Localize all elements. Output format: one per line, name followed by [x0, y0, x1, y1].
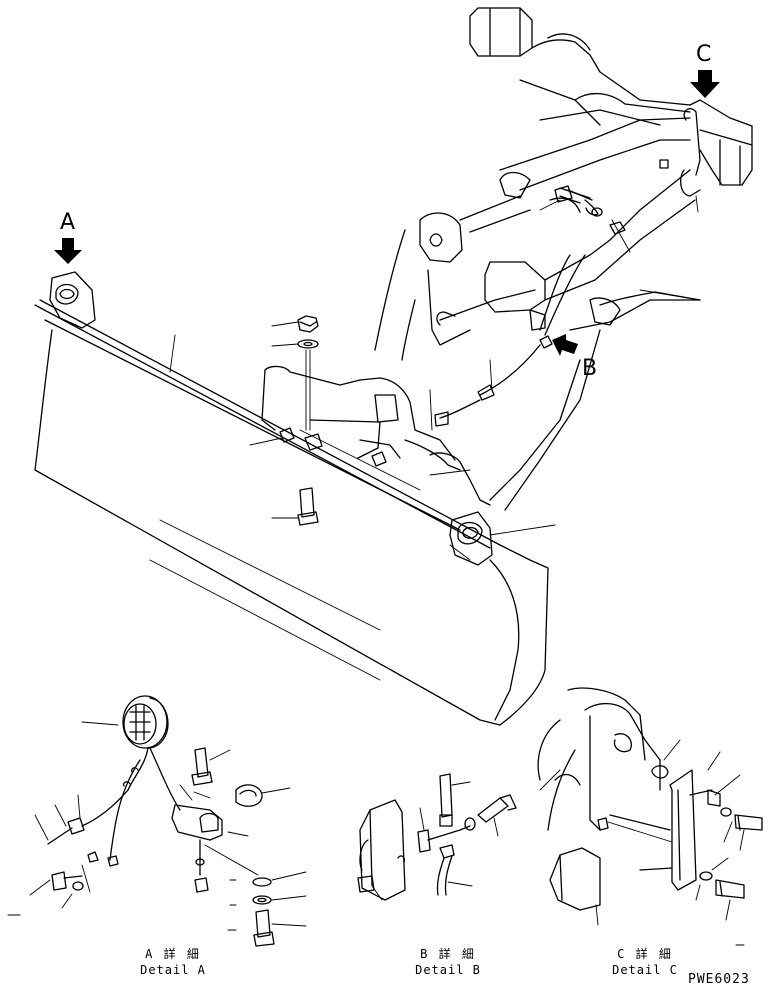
- arrow-down-icon: [54, 238, 82, 264]
- dozer-blade: [34, 271, 549, 726]
- detail-b-drawing: [357, 773, 517, 901]
- detail-a-drawing: [7, 695, 307, 947]
- arrow-down-icon-c: [690, 70, 720, 98]
- detail-a-caption-jp: A 詳 細: [145, 947, 201, 961]
- detail-c-drawing: [537, 687, 763, 946]
- detail-c-caption-en: Detail C: [612, 963, 678, 977]
- lamp-icon: [122, 695, 169, 749]
- arrow-diagonal-icon: [552, 334, 578, 356]
- hardware-stack: [271, 315, 319, 526]
- wiring-harness: [429, 254, 586, 431]
- detail-b-caption-en: Detail B: [415, 963, 481, 977]
- callout-label-c: C: [696, 42, 712, 67]
- detail-a-caption-en: Detail A: [140, 963, 206, 977]
- callout-label-b: B: [582, 356, 598, 381]
- callout-label-a: A: [60, 210, 76, 235]
- frame-bolt: [539, 185, 603, 217]
- detail-b-caption-jp: B 詳 細: [420, 947, 476, 961]
- leader-lines: [429, 289, 701, 536]
- lift-arm-frame: [374, 7, 753, 511]
- blade-mount-bracket: [261, 365, 491, 506]
- detail-c-caption-jp: C 詳 細: [617, 947, 673, 961]
- drawing-code: PWE6023: [688, 972, 750, 987]
